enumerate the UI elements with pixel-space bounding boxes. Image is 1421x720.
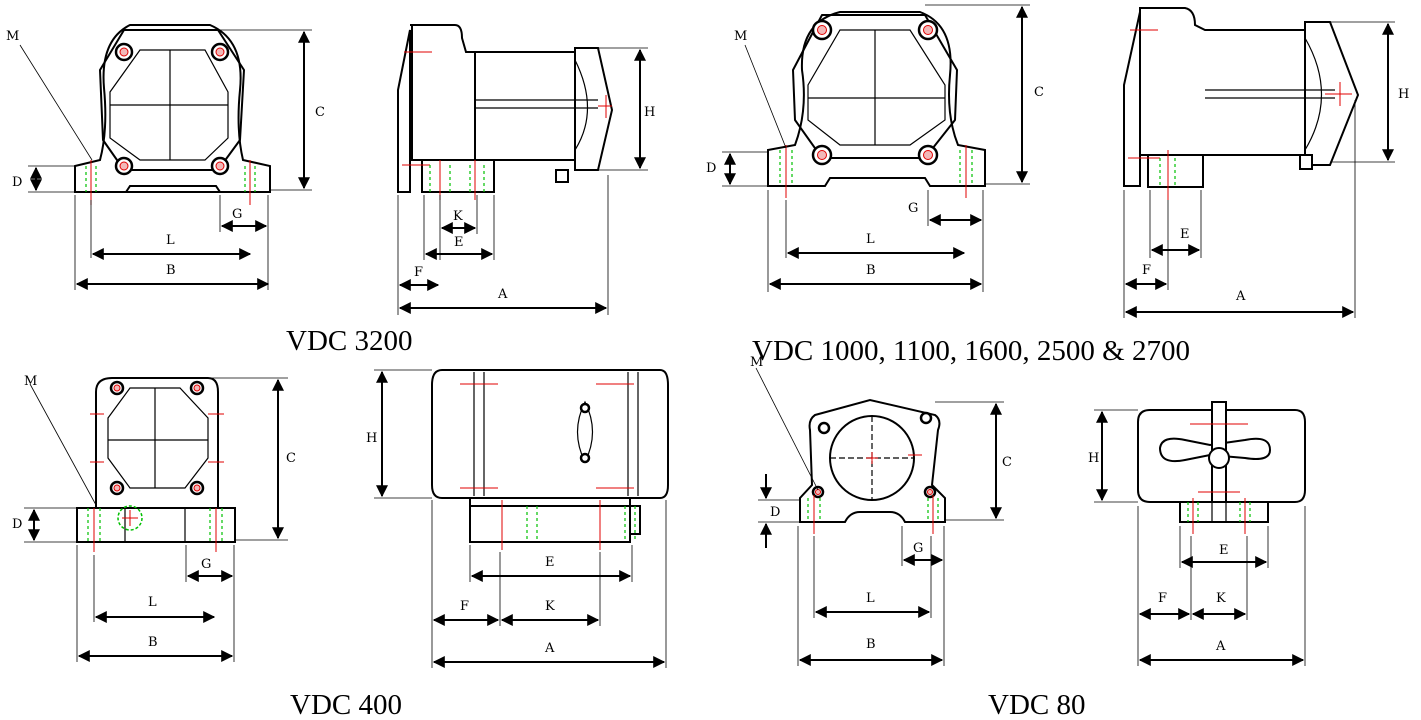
label-l-vdc80: L <box>866 591 875 606</box>
vdc1000-side-view: H E F A <box>1123 7 1409 318</box>
vdc3200-side-view: H K E F A <box>397 24 655 315</box>
label-l: L <box>166 233 175 248</box>
label-k-vdc80: K <box>1216 591 1226 606</box>
label-e: E <box>454 235 464 250</box>
label-k-vdc400: K <box>545 599 555 614</box>
label-f-vdc80: F <box>1158 591 1167 606</box>
caption-vdc3200: VDC 3200 <box>286 325 412 357</box>
label-b-vdc80: B <box>866 637 876 652</box>
label-a-vdc1000: A <box>1235 289 1246 304</box>
label-d: D <box>12 175 22 190</box>
label-c-vdc400: C <box>286 451 296 466</box>
label-g-vdc1000: G <box>908 201 918 216</box>
vdc400-front-view: M C D G L B <box>12 374 296 662</box>
label-h-vdc80: H <box>1088 451 1099 466</box>
label-a-vdc400: A <box>544 641 555 656</box>
label-c: C <box>315 105 325 120</box>
label-f-vdc400: F <box>460 599 469 614</box>
vdc1000-front-view: M C D G L B <box>706 4 1044 292</box>
label-a: A <box>497 287 508 302</box>
label-d-vdc80: D <box>770 505 780 520</box>
label-l-vdc1000: L <box>866 232 875 247</box>
vdc80-side-view: H E F K A <box>1088 401 1306 666</box>
label-b: B <box>166 263 176 278</box>
label-k: K <box>453 209 463 224</box>
label-m-vdc400: M <box>24 374 37 389</box>
vdc400-side-view: H E F K A <box>366 369 669 668</box>
label-f-vdc1000: F <box>1142 263 1151 278</box>
label-g: G <box>232 207 242 222</box>
label-e-vdc80: E <box>1219 543 1229 558</box>
label-m-vdc1000: M <box>734 29 747 44</box>
caption-vdc80: VDC 80 <box>988 689 1085 720</box>
caption-vdc1000: VDC 1000, 1100, 1600, 2500 & 2700 <box>752 335 1190 367</box>
label-e-vdc400: E <box>545 555 555 570</box>
label-a-vdc80: A <box>1215 639 1226 654</box>
label-d-vdc1000: D <box>706 161 716 176</box>
label-m-vdc80: M <box>750 355 763 370</box>
label-e-vdc1000: E <box>1180 227 1190 242</box>
label-d-vdc400: D <box>12 517 22 532</box>
label-h-vdc400: H <box>366 431 377 446</box>
caption-vdc400: VDC 400 <box>290 689 402 720</box>
label-g-vdc400: G <box>201 557 211 572</box>
vdc3200-front-view: M C D G L B <box>6 24 325 290</box>
label-h: H <box>644 105 655 120</box>
label-h-vdc1000: H <box>1398 87 1409 102</box>
label-b-vdc400: B <box>148 635 158 650</box>
label-g-vdc80: G <box>913 541 923 556</box>
label-l-vdc400: L <box>148 595 157 610</box>
label-c-vdc1000: C <box>1034 85 1044 100</box>
label-m: M <box>6 29 19 44</box>
label-c-vdc80: C <box>1002 455 1012 470</box>
label-b-vdc1000: B <box>866 263 876 278</box>
label-f: F <box>414 265 423 280</box>
vdc80-front-view: M C D G L B <box>750 355 1012 666</box>
